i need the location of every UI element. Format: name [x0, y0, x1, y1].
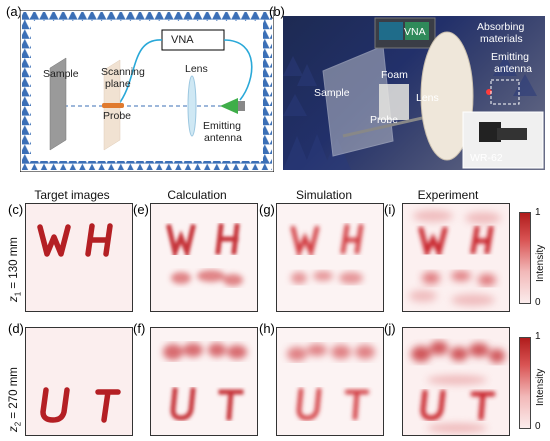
experiment-photo [283, 16, 545, 170]
row-label-z1: z1 = 130 mm [8, 237, 23, 302]
column-title-experiment: Experiment [417, 188, 479, 202]
cable-left [117, 39, 163, 106]
lens-disk [420, 31, 474, 161]
colorbar-z2 [519, 337, 531, 429]
diagram-scanning-label: Scanning [101, 66, 145, 78]
exp-letters-ut [420, 389, 496, 421]
target-letters-wh [37, 223, 113, 257]
antenna-feed [238, 101, 245, 111]
panel-label-g: (g) [259, 202, 275, 217]
colorbar-z1-max: 1 [535, 207, 541, 218]
colorbar-z2-max: 1 [535, 331, 541, 342]
diagram-emitting-label: Emitting [203, 120, 241, 132]
diagram-vna-label: VNA [171, 34, 194, 46]
simulation-image-z2 [276, 327, 384, 436]
panel-label-e: (e) [133, 202, 149, 217]
column-title-simulation: Simulation [295, 188, 353, 202]
photo-probe-label: Probe [370, 114, 399, 126]
diagram-probe-label: Probe [103, 110, 132, 122]
sim-letters-wh [290, 223, 364, 260]
simulation-image-z1 [276, 203, 384, 312]
column-title-calculation: Calculation [167, 188, 227, 202]
diagram-lens-label: Lens [185, 63, 208, 75]
antenna-horn [220, 98, 238, 114]
photo-waveguide-label: WR-62 [470, 152, 503, 164]
photo-sample-label: Sample [314, 87, 350, 99]
colorbar-z1-min: 0 [535, 297, 541, 308]
foam-block [379, 84, 409, 120]
probe-shape [102, 103, 124, 108]
absorber-border-bottom [22, 161, 272, 170]
colorbar-z2-min: 0 [535, 421, 541, 432]
experiment-image-z1 [402, 203, 510, 312]
photo-emitting-label: Emitting [491, 51, 529, 63]
emitter-callout [490, 79, 520, 105]
setup-diagram [20, 10, 274, 172]
calc-letters-ut [170, 387, 244, 421]
photo-lens-label: Lens [416, 92, 439, 104]
photo-foam-label: Foam [381, 69, 408, 81]
absorber-border-top [22, 12, 272, 21]
colorbar-z1-label: Intensity [535, 244, 546, 282]
sample-plate [49, 57, 67, 151]
cable-right [223, 39, 253, 101]
colorbar-z2-label: Intensity [535, 368, 546, 406]
panel-label-f: (f) [133, 321, 146, 336]
lens-shape [187, 75, 197, 137]
diagram-plane-label: plane [105, 78, 131, 90]
row-label-z2: z2 = 270 mm [8, 367, 23, 432]
absorber-border-right [263, 12, 272, 170]
target-letters-ut [40, 387, 121, 423]
calc-letters-wh [165, 223, 240, 261]
column-title-target: Target images [34, 188, 110, 202]
photo-antenna-label: antenna [494, 63, 532, 75]
photo-vna-label: VNA [404, 26, 426, 38]
diagram-antenna-label: antenna [204, 132, 242, 144]
panel-label-b: (b) [269, 4, 285, 19]
calculation-image-z2 [150, 327, 258, 436]
panel-label-i: (i) [384, 202, 396, 217]
photo-absorbing-label: Absorbing [477, 21, 525, 33]
target-image-z2 [25, 327, 133, 436]
panel-label-j: (j) [384, 321, 396, 336]
diagram-sample-label: Sample [43, 68, 79, 80]
photo-materials-label: materials [480, 33, 523, 45]
target-image-z1 [25, 203, 133, 312]
panel-label-h: (h) [259, 321, 275, 336]
panel-label-a: (a) [6, 4, 22, 19]
exp-letters-wh [418, 225, 494, 260]
calculation-image-z1 [150, 203, 258, 312]
panel-label-c: (c) [8, 202, 24, 217]
colorbar-z1 [519, 212, 531, 304]
panel-label-d: (d) [8, 321, 24, 336]
absorber-border-left [22, 12, 31, 170]
sim-letters-ut [296, 387, 370, 421]
experiment-image-z2 [402, 327, 510, 436]
